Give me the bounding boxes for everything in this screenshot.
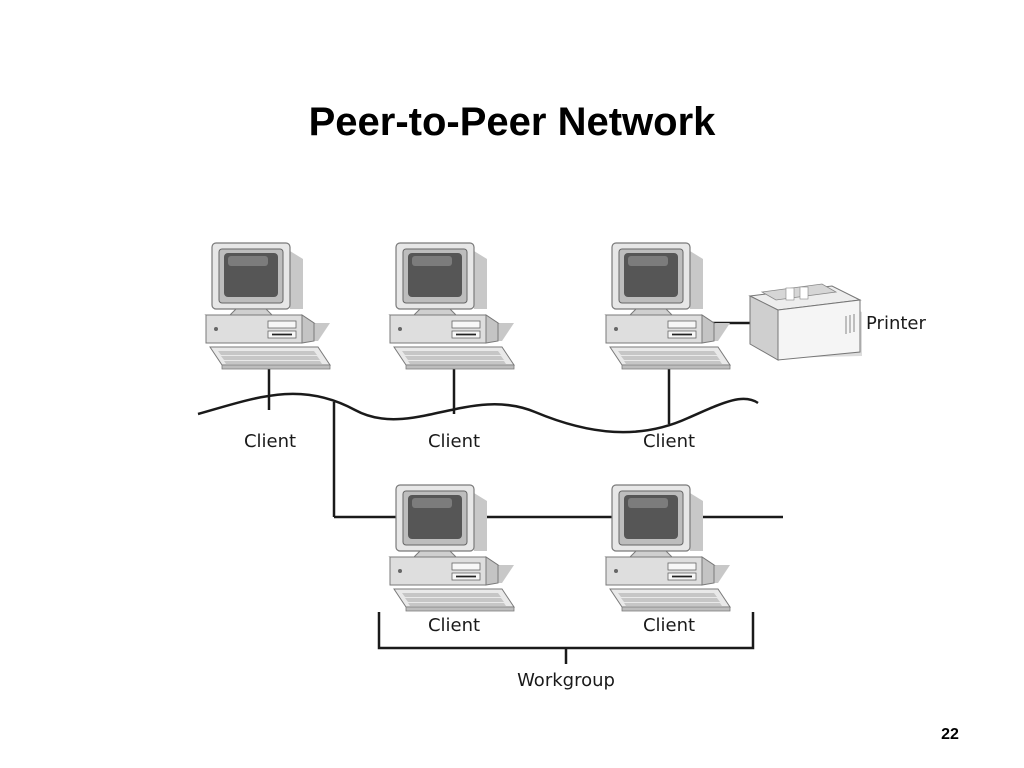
page-number: 22: [941, 726, 959, 743]
client-computer-2-icon: [389, 242, 515, 370]
client-computer-5-icon: [605, 484, 731, 612]
label-client-4: Client: [428, 615, 480, 636]
printer-icon: [748, 283, 862, 361]
network-cable-top: [197, 392, 759, 434]
label-client-5: Client: [643, 615, 695, 636]
label-client-2: Client: [428, 431, 480, 452]
client-computer-3-icon: [605, 242, 731, 370]
label-workgroup: Workgroup: [517, 670, 615, 691]
slide-title: Peer-to-Peer Network: [308, 100, 716, 144]
client-computer-1-icon: [205, 242, 331, 370]
label-client-1: Client: [244, 431, 296, 452]
label-client-3: Client: [643, 431, 695, 452]
client-computer-4-icon: [389, 484, 515, 612]
label-printer: Printer: [866, 313, 926, 334]
